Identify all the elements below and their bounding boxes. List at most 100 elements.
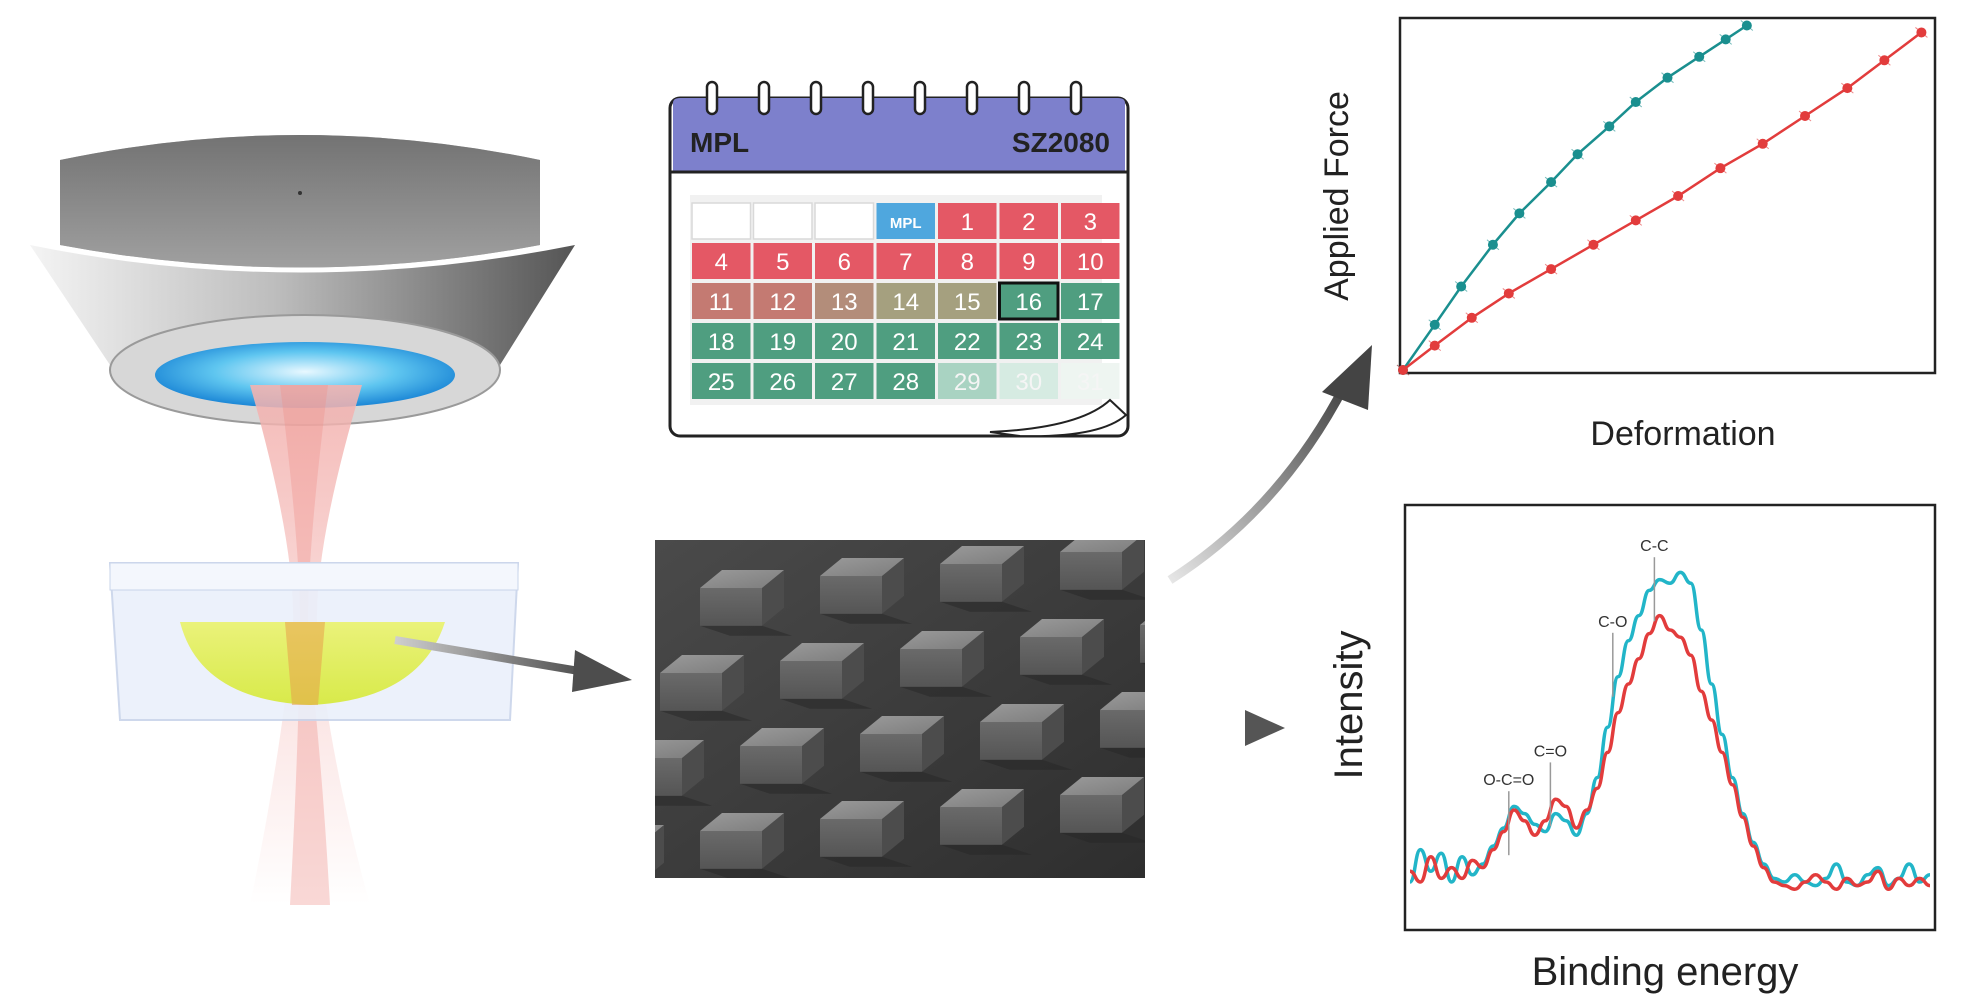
sem-cube-front (820, 819, 882, 857)
sem-cube-front (1060, 795, 1122, 833)
sem-cube-top (1140, 620, 1145, 625)
calendar-ring-icon (705, 80, 719, 116)
force-data-point (1630, 215, 1641, 226)
sem-cube-side (1122, 540, 1144, 590)
sem-cube-top (900, 631, 984, 649)
sem-cube-top (780, 643, 864, 661)
calendar-day-number: 2 (1022, 209, 1035, 236)
sem-cube-top (860, 716, 944, 734)
calendar-day-number: 28 (892, 369, 919, 396)
calendar-ring-icon (1017, 80, 1031, 116)
calendar-day-cell (938, 243, 997, 279)
sem-cube-front (1020, 637, 1082, 675)
sem-cube-top (655, 825, 664, 833)
sem-cube-front (940, 564, 1002, 602)
sem-cube-side (1002, 546, 1024, 602)
calendar-day-number: 11 (709, 289, 734, 316)
calendar-mpl-cell (876, 203, 935, 239)
sem-micrograph (655, 522, 1264, 878)
sem-cube-side (1202, 607, 1224, 663)
force-data-point (1487, 239, 1498, 250)
calendar-day-number: 22 (954, 329, 981, 356)
xps-series-line (1409, 613, 1931, 891)
sem-cube-side (762, 813, 784, 869)
sem-cube-front (700, 831, 762, 869)
calendar-day-cell (753, 283, 812, 319)
force-data-point (1466, 312, 1477, 323)
calendar-day-number: 31 (1077, 369, 1104, 396)
force-data-point (1800, 110, 1811, 121)
sem-cube-front (660, 673, 722, 711)
calendar-day-cell (1061, 243, 1120, 279)
sem-cube-top (700, 570, 784, 588)
calendar-day-number: 5 (776, 249, 789, 276)
calendar-day-number: 19 (769, 329, 796, 356)
xps-chart-ylabel: Intensity (1327, 631, 1371, 780)
calendar-day-cell (999, 323, 1058, 359)
sem-cube-side (922, 716, 944, 772)
force-data-point (1741, 20, 1752, 31)
sem-cube-front (1100, 710, 1145, 748)
force-data-point (1572, 149, 1583, 160)
sem-cube-front (940, 807, 1002, 845)
force-chart-xlabel: Deformation (1590, 415, 1775, 453)
force-data-point (1879, 55, 1890, 66)
calendar-day-cell (1061, 203, 1120, 239)
calendar-day-number: 17 (1077, 289, 1104, 316)
calendar-day-number: 8 (961, 249, 974, 276)
sem-cube-side (682, 740, 704, 796)
calendar-blank-cell (691, 202, 752, 240)
calendar-blank-cell (752, 202, 813, 240)
force-data-point (1514, 208, 1525, 219)
sem-cube-front (1060, 552, 1122, 590)
calendar-day-cell (938, 283, 997, 319)
calendar-day-number: 27 (831, 369, 858, 396)
arrow-to-xps-chart-icon (1170, 710, 1285, 746)
calendar-ring-icon (757, 80, 771, 116)
sem-cube-side (1122, 777, 1144, 833)
calendar-day-number: 23 (1015, 329, 1042, 356)
microscope-objective (30, 135, 575, 426)
calendar-day-cell (876, 323, 935, 359)
sem-cube-front (860, 734, 922, 772)
calendar-day-cell (815, 283, 874, 319)
force-series-line (1402, 31, 1923, 371)
force-deformation-chart: Deformation Applied Force (1318, 16, 1937, 453)
sem-cube-top (655, 740, 704, 758)
arrow-to-sem-icon (394, 636, 632, 692)
calendar-day-cell (938, 323, 997, 359)
calendar-day-number: 4 (715, 249, 728, 276)
force-data-point (1673, 191, 1684, 201)
calendar-mpl-tag: MPL (890, 215, 922, 232)
calendar-day-cell (815, 363, 874, 399)
sem-cube-side (1242, 522, 1264, 578)
calendar-day-number: 29 (954, 369, 981, 396)
calendar-day-cell (938, 363, 997, 399)
xps-peak-label: C-O (1598, 614, 1627, 631)
sem-cube-front (980, 722, 1042, 760)
objective-lens (155, 342, 455, 408)
xps-chart-xlabel: Binding energy (1532, 950, 1799, 994)
calendar-day-number: 13 (831, 289, 858, 316)
sem-cube-top (1020, 619, 1104, 637)
force-chart-ylabel: Applied Force (1318, 91, 1356, 301)
sem-cube-top (820, 558, 904, 576)
force-data-point (1720, 34, 1731, 45)
calendar-page-curl (989, 398, 1128, 438)
arrow-to-force-chart-icon (1167, 345, 1372, 584)
sem-cube-side (1042, 704, 1064, 760)
sem-cube-side (842, 643, 864, 699)
calendar-blank-cell (814, 202, 875, 240)
calendar-day-cell (753, 363, 812, 399)
calendar-ring-icon (809, 80, 823, 116)
calendar-ring-icon (965, 80, 979, 116)
calendar-day-cell (692, 323, 751, 359)
calendar-day-cell (815, 323, 874, 359)
sem-cube-top (1100, 692, 1145, 710)
calendar-day-number: 9 (1022, 249, 1035, 276)
calendar-day-cell (998, 281, 1060, 321)
sem-cube-side (882, 801, 904, 857)
force-data-point (1757, 138, 1768, 149)
